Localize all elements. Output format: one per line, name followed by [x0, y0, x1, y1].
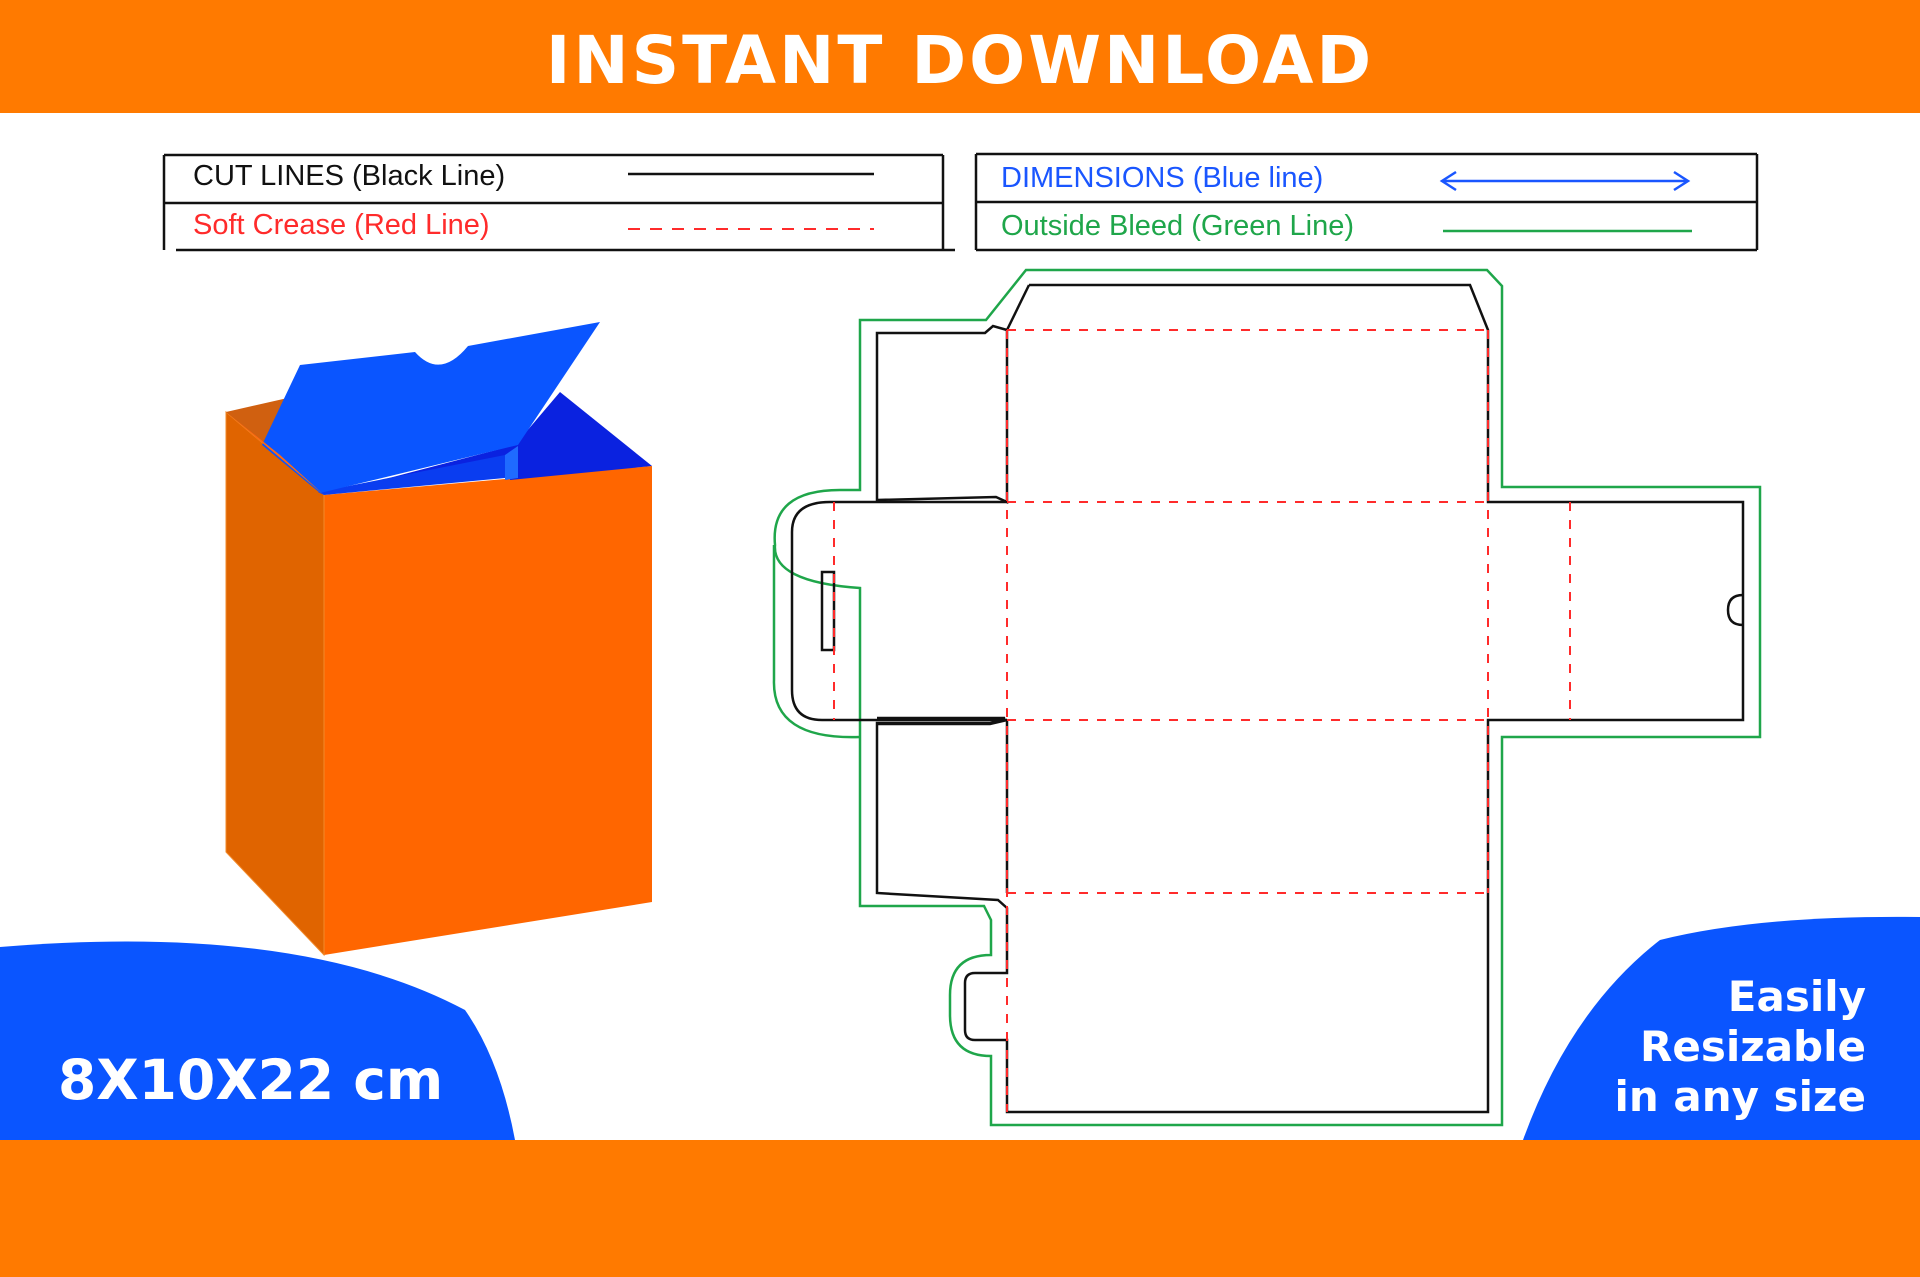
cut-lines — [790, 283, 1745, 1114]
blue-corner-right — [1523, 916, 1920, 1140]
box-dimensions-label: 8X10X22 cm — [58, 1048, 444, 1112]
legend-right — [974, 152, 1759, 252]
legend-cut-label: CUT LINES (Black Line) — [193, 160, 505, 192]
resizable-badge: Easily Resizable in any size — [1546, 972, 1867, 1122]
legend-bleed-label: Outside Bleed (Green Line) — [1001, 210, 1354, 242]
legend-dimension-label: DIMENSIONS (Blue line) — [1001, 162, 1323, 194]
badge-line-1: Easily — [1727, 972, 1866, 1021]
badge-line-3: in any size — [1614, 1072, 1867, 1121]
dieline — [772, 268, 1762, 1127]
bleed-outline — [773, 268, 1762, 1127]
blue-corner-left — [0, 941, 515, 1140]
top-banner: INSTANT DOWNLOAD — [0, 0, 1920, 113]
crease-lines — [833, 329, 1571, 1112]
box-lid-flap — [262, 322, 600, 493]
box-3d-illustration — [225, 322, 652, 957]
badge-line-2: Resizable — [1640, 1022, 1866, 1071]
dimension-arrow-sample — [1439, 170, 1691, 192]
bottom-banner — [0, 1140, 1920, 1277]
banner-title: INSTANT DOWNLOAD — [545, 22, 1375, 99]
legend-left — [162, 153, 955, 252]
legend-crease-label: Soft Crease (Red Line) — [193, 209, 490, 241]
